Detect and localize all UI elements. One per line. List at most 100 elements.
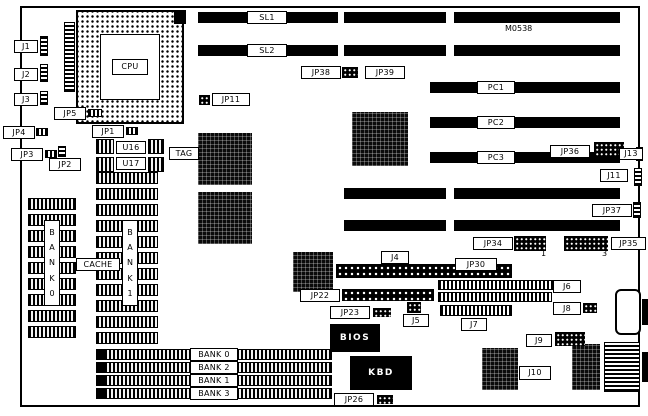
ic-chip-3 bbox=[352, 112, 408, 166]
simm-bank1-label: BANK 1 bbox=[190, 374, 238, 387]
cpu-socket: CPU bbox=[76, 10, 184, 124]
j9-header bbox=[555, 332, 585, 346]
jp30-header bbox=[438, 280, 556, 290]
j6-header bbox=[438, 292, 552, 302]
cache-dip-b10 bbox=[96, 316, 158, 328]
isa-slot-2-segment-2 bbox=[454, 220, 620, 231]
cache-dip-a1 bbox=[28, 198, 76, 210]
u16-chip-left bbox=[96, 139, 114, 154]
simm-bank2-label: BANK 2 bbox=[190, 361, 238, 374]
jp38-jp39-header bbox=[342, 67, 358, 78]
jp34-label: JP34 bbox=[473, 237, 513, 250]
sl2-slot-segment-3 bbox=[454, 45, 620, 56]
cache-bank0-label: B A N K 0 bbox=[44, 220, 60, 306]
cache-dip-b11 bbox=[96, 332, 158, 344]
jp11-label: JP11 bbox=[212, 93, 250, 106]
j7-label: J7 bbox=[461, 318, 487, 331]
cache-dip-b2 bbox=[96, 188, 158, 200]
u17-chip-right bbox=[148, 157, 164, 172]
j2-label: J2 bbox=[14, 68, 38, 81]
j11-label: J11 bbox=[600, 169, 628, 182]
u16-chip-right bbox=[148, 139, 164, 154]
isa-slot-1-segment-1 bbox=[344, 188, 446, 199]
jp39-label: JP39 bbox=[365, 66, 405, 79]
cache-label: CACHE bbox=[76, 258, 120, 271]
j4-label: J4 bbox=[381, 251, 409, 264]
simm-bank0-label: BANK 0 bbox=[190, 348, 238, 361]
ic-chip-6 bbox=[572, 344, 600, 390]
power-port-tab bbox=[642, 352, 648, 382]
jp2-label: JP2 bbox=[49, 158, 81, 171]
model-number: M0538 bbox=[505, 24, 533, 33]
bios-chip: BIOS bbox=[330, 324, 380, 352]
sl2-slot-segment-2 bbox=[344, 45, 446, 56]
cache-dip-a9 bbox=[28, 326, 76, 338]
j10-label: J10 bbox=[519, 366, 551, 380]
jp22-connector bbox=[342, 289, 434, 301]
sl1-slot-segment-3 bbox=[454, 12, 620, 23]
jp4-label: JP4 bbox=[3, 126, 35, 139]
jp22-label: JP22 bbox=[300, 289, 340, 302]
cache-dip-b3 bbox=[96, 204, 158, 216]
j9-label: J9 bbox=[526, 334, 552, 347]
jp37-label: JP37 bbox=[592, 204, 632, 217]
jp36-header bbox=[594, 142, 624, 157]
jp38-label: JP38 bbox=[301, 66, 341, 79]
simm-key-3 bbox=[98, 376, 106, 385]
cache-dip-b1 bbox=[96, 172, 158, 184]
pc3-slot bbox=[430, 152, 620, 163]
jp35-header bbox=[564, 236, 608, 251]
u16-label: U16 bbox=[116, 141, 146, 154]
kbd-chip: KBD bbox=[350, 356, 412, 390]
simm-key-2 bbox=[98, 363, 106, 372]
jp37-header bbox=[633, 202, 641, 218]
jp2-header bbox=[58, 146, 66, 157]
simm-key-4 bbox=[98, 389, 106, 398]
isa-slot-2-segment-1 bbox=[344, 220, 446, 231]
j8-header bbox=[583, 303, 597, 313]
oscillator-chip bbox=[174, 10, 186, 24]
jp5-label: JP5 bbox=[54, 107, 86, 120]
jp3-label: JP3 bbox=[11, 148, 43, 161]
sl1-label: SL1 bbox=[247, 11, 287, 24]
j3-label: J3 bbox=[14, 93, 38, 106]
jp30-label: JP30 bbox=[455, 258, 497, 271]
pc2-label: PC2 bbox=[477, 116, 515, 129]
j7-header bbox=[440, 305, 512, 316]
jp11-header bbox=[199, 95, 210, 105]
jp23-label: JP23 bbox=[330, 306, 370, 319]
j2-header bbox=[40, 64, 48, 82]
tag-label: TAG bbox=[169, 147, 199, 160]
jp35-label: JP35 bbox=[611, 237, 646, 250]
keyboard-connector bbox=[615, 289, 641, 335]
jp23-header bbox=[373, 308, 391, 317]
j3-header bbox=[40, 91, 48, 105]
ic-chip-5 bbox=[482, 348, 518, 390]
vrm-module bbox=[64, 22, 75, 92]
ic-chip-1 bbox=[198, 133, 252, 185]
pc3-label: PC3 bbox=[477, 151, 515, 164]
jp1-label: JP1 bbox=[92, 125, 124, 138]
jp26-header bbox=[377, 395, 393, 404]
j5-header bbox=[407, 302, 421, 313]
j8-label: J8 bbox=[553, 302, 581, 315]
sl1-slot-segment-2 bbox=[344, 12, 446, 23]
ic-chip-2 bbox=[198, 192, 252, 244]
jp35-pin3-label: 3 bbox=[602, 249, 608, 258]
u17-chip-left bbox=[96, 157, 114, 172]
j13-label: J13 bbox=[619, 148, 643, 160]
u17-label: U17 bbox=[116, 157, 146, 170]
jp4-header bbox=[36, 128, 48, 136]
pc1-label: PC1 bbox=[477, 81, 515, 94]
jp1-header bbox=[126, 127, 138, 135]
j5-label: J5 bbox=[403, 314, 429, 327]
jp34-pin1-label: 1 bbox=[541, 249, 547, 258]
pc1-slot bbox=[430, 82, 620, 93]
simm-bank3-label: BANK 3 bbox=[190, 387, 238, 400]
sl2-label: SL2 bbox=[247, 44, 287, 57]
isa-slot-1-segment-2 bbox=[454, 188, 620, 199]
ic-chip-4 bbox=[293, 252, 333, 292]
keyboard-port-tab bbox=[642, 299, 648, 325]
jp34-header bbox=[514, 236, 546, 251]
